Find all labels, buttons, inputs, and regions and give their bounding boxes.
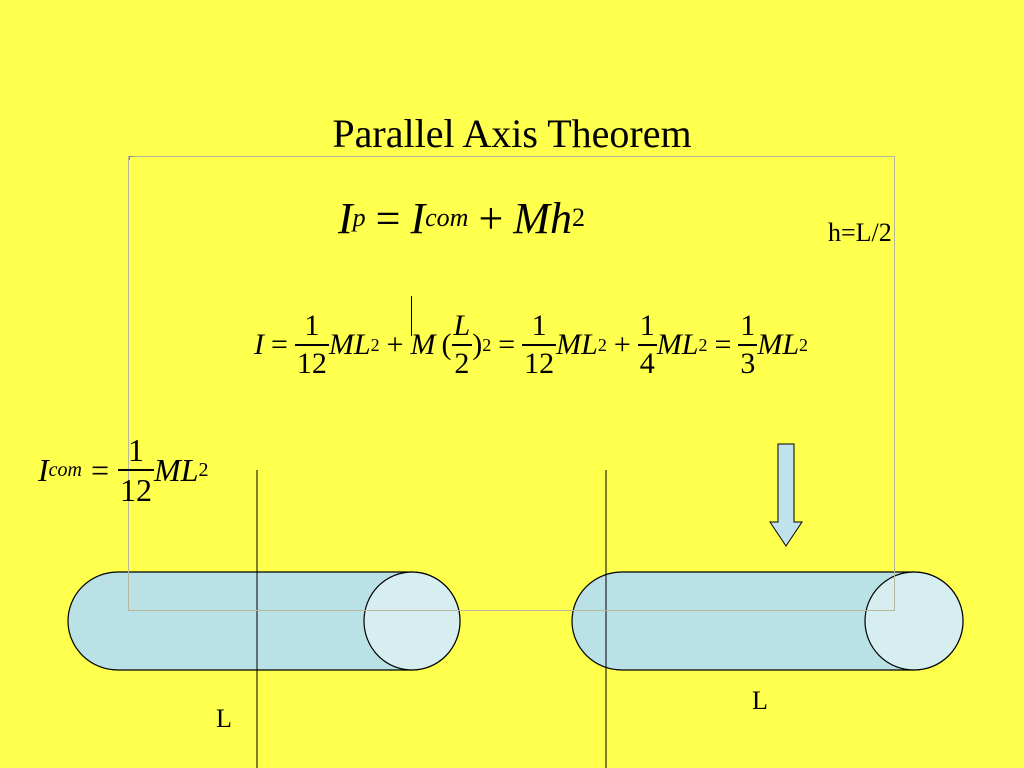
formula-symbol: I: [38, 451, 49, 488]
formula-symbol: ML: [757, 328, 800, 361]
formula-operator: =: [271, 328, 288, 361]
formula-operator: +: [478, 193, 504, 243]
down-arrow-icon: [769, 443, 803, 547]
formula-operator: =: [375, 193, 401, 243]
formula-paren: (: [441, 328, 452, 361]
fraction-denominator: 12: [118, 469, 155, 506]
formula-operator: =: [90, 451, 110, 488]
fraction: 1 12: [294, 309, 329, 379]
formula-symbol: ML: [556, 328, 598, 361]
formula-symbol: ML: [656, 328, 699, 361]
formula-paren: ): [472, 328, 483, 361]
fraction: 1 12: [522, 309, 557, 379]
formula-symbol: Mh: [513, 193, 572, 243]
fraction-denominator: 12: [522, 344, 557, 379]
rod-length-label-right: L: [752, 686, 768, 715]
formula-symbol: I: [338, 193, 353, 243]
left-rod: [67, 571, 461, 671]
fraction-numerator: 1: [304, 309, 320, 342]
h-definition: h=L/2: [828, 218, 892, 247]
formula-symbol: I: [254, 328, 264, 361]
formula-symbol: M: [410, 328, 436, 361]
formula-operator: =: [714, 328, 732, 361]
right-rod-end-cap: [864, 571, 964, 671]
right-rod: [571, 571, 964, 671]
fraction-denominator: 3: [738, 344, 758, 379]
left-rod-end-cap: [363, 571, 461, 671]
fraction-denominator: 12: [294, 344, 329, 379]
fraction-denominator: 2: [451, 344, 473, 379]
rod-length-label-left: L: [216, 704, 232, 733]
formula-symbol: ML: [154, 451, 199, 488]
formula-operator: +: [386, 328, 404, 361]
formula-symbol: ML: [328, 328, 371, 361]
content-placeholder-frame: [128, 156, 895, 611]
placeholder-corner-marker: [129, 156, 133, 160]
formula-symbol: I: [410, 193, 426, 243]
fraction: 1 4: [637, 309, 657, 379]
text-cursor: [411, 296, 412, 336]
fraction-numerator: L: [453, 309, 471, 342]
fraction: L 2: [451, 309, 473, 379]
fraction-numerator: 1: [531, 309, 547, 342]
formula-operator: +: [613, 328, 631, 361]
slide-title: Parallel Axis Theorem: [332, 111, 692, 156]
fraction: 1 12: [118, 432, 155, 506]
fraction-numerator: 1: [128, 432, 145, 468]
fraction: 1 3: [738, 309, 758, 379]
fraction-numerator: 1: [740, 309, 756, 342]
formula-operator: =: [498, 328, 516, 361]
fraction-denominator: 4: [637, 344, 657, 379]
fraction-numerator: 1: [639, 309, 655, 342]
